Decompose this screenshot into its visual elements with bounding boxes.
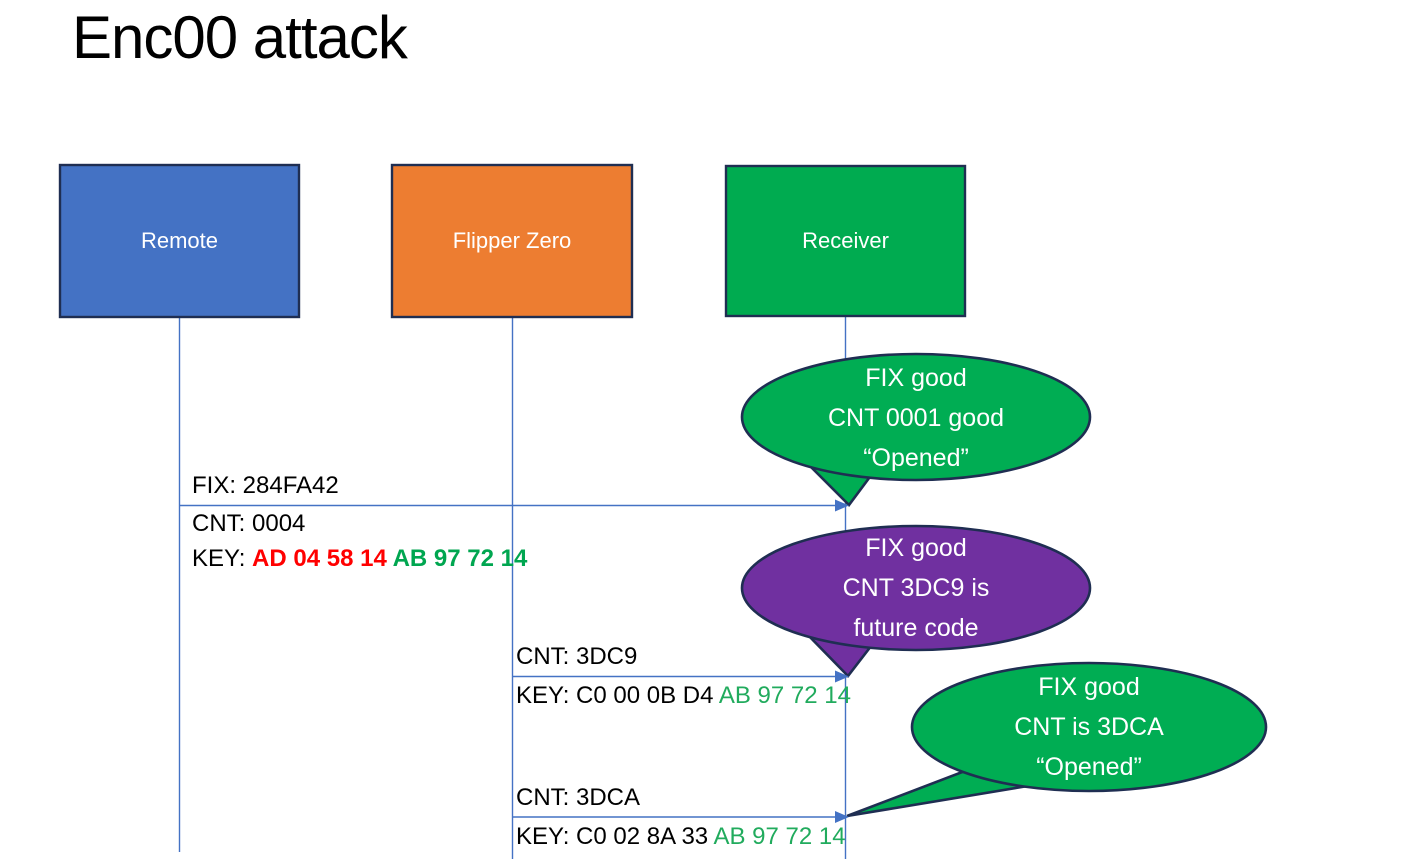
callout2-text: FIX good CNT 3DC9 is future code	[736, 528, 1096, 648]
slide-title: Enc00 attack	[72, 4, 408, 71]
callout-line: CNT 3DC9 is	[842, 574, 990, 602]
key-value-fixed: AB 97 72 14	[713, 823, 846, 850]
arrow-flipper-to-receiver-2	[513, 811, 849, 823]
arrow-flipper-to-receiver-1	[513, 670, 849, 683]
callout-ellipse	[740, 524, 1092, 652]
arrowhead-icon	[835, 499, 849, 512]
actor-label-receiver: Receiver	[802, 228, 889, 253]
key-value-fixed: AB 97 72 14	[392, 545, 528, 572]
callout-line: FIX good	[1038, 673, 1140, 701]
message1-fix-line: FIX: 284FA42	[192, 472, 339, 499]
callout-line: future code	[853, 614, 979, 642]
actor-box-remote	[58, 163, 301, 319]
actor-box-receiver	[724, 164, 967, 318]
key-label: KEY:	[192, 545, 253, 572]
callout-line: FIX good	[865, 364, 967, 392]
key-value-hop: C0 00 0B D4	[576, 682, 719, 709]
arrowhead-icon	[835, 811, 849, 823]
actor-label-flipper: Flipper Zero	[452, 228, 572, 253]
key-label: KEY:	[516, 823, 577, 850]
message3-key-line: KEY: C0 02 8A 33 AB 97 72 14	[516, 822, 846, 852]
arrow-remote-to-receiver	[180, 499, 849, 512]
actor-box-flipper	[390, 163, 634, 319]
message2-cnt-line: CNT: 3DC9	[516, 643, 638, 670]
key-label: KEY:	[516, 682, 577, 709]
callout-line: CNT 0001 good	[827, 404, 1005, 432]
callout-ellipse	[910, 661, 1268, 793]
callout-line: “Opened”	[863, 444, 969, 472]
callout-bubble-fix-cnt0001	[740, 352, 1092, 507]
callout-line: CNT is 3DCA	[1014, 713, 1164, 741]
callout-bubble-cnt3dca-opened	[846, 661, 1268, 818]
message1-cnt-line: CNT: 0004	[192, 510, 306, 537]
callout3-text: FIX good CNT is 3DCA “Opened”	[909, 667, 1269, 787]
callout-ellipse	[740, 352, 1092, 482]
message1-key-line: KEY: AD 04 58 14 AB 97 72 14	[192, 544, 527, 574]
key-value-fixed: AB 97 72 14	[718, 682, 851, 709]
message2-key-line: KEY: C0 00 0B D4 AB 97 72 14	[516, 681, 851, 711]
callout-line: “Opened”	[1036, 753, 1142, 781]
key-value-cracked: AD 04 58 14	[252, 545, 393, 572]
arrowhead-icon	[835, 670, 849, 683]
message3-cnt-line: CNT: 3DCA	[516, 784, 641, 811]
callout-line: FIX good	[865, 534, 967, 562]
key-value-hop: C0 02 8A 33	[576, 823, 714, 850]
callout-bubble-cnt3dc9-future	[740, 524, 1092, 678]
callout1-text: FIX good CNT 0001 good “Opened”	[736, 358, 1096, 478]
actor-label-remote: Remote	[140, 228, 219, 253]
